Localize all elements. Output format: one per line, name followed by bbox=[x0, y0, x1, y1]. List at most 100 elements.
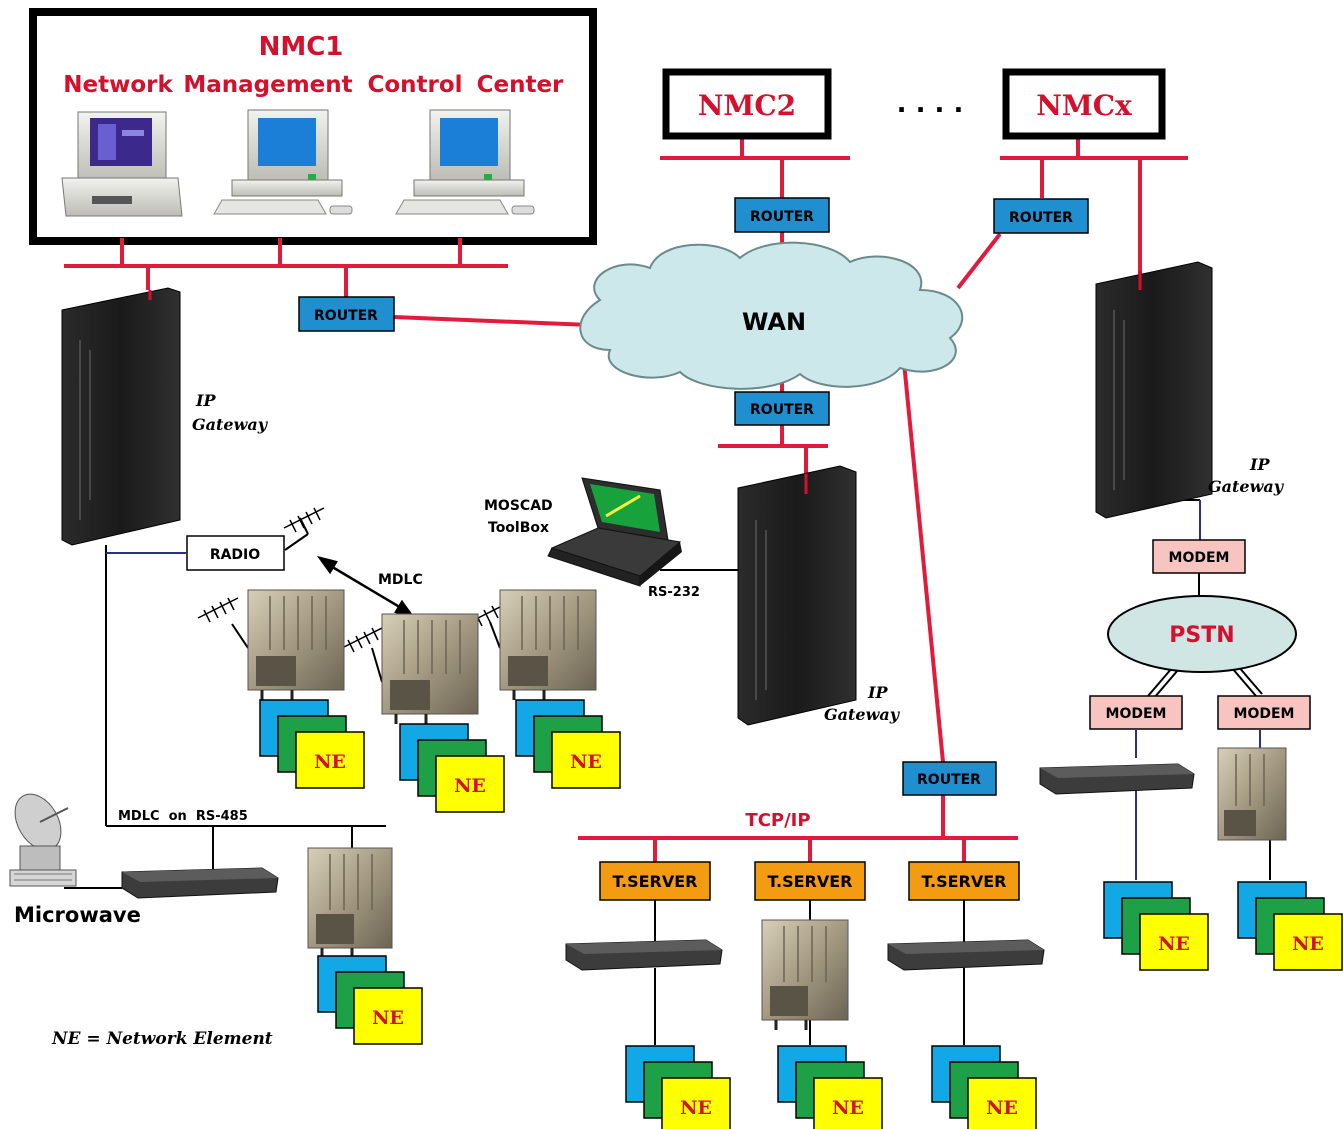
ne-label: NE bbox=[1158, 933, 1190, 955]
pstn-cloud: PSTN bbox=[1107, 595, 1297, 673]
antenna-icon bbox=[341, 627, 383, 653]
modem-left: MODEM bbox=[1089, 695, 1183, 730]
nmc2-label: NMC2 bbox=[698, 89, 796, 122]
rtu-unit-icon bbox=[1217, 747, 1287, 841]
modem-right: MODEM bbox=[1217, 695, 1311, 730]
router-nmcx: ROUTER bbox=[993, 198, 1089, 234]
nmc1-title: NMC1 bbox=[259, 32, 344, 62]
nmcx-label: NMCx bbox=[1036, 89, 1132, 122]
router-label: ROUTER bbox=[917, 772, 981, 788]
rack-device-icon bbox=[1039, 763, 1195, 795]
ne-label: NE bbox=[454, 775, 486, 797]
antenna-icon bbox=[283, 507, 325, 533]
gateway-line2: Gateway bbox=[1208, 477, 1285, 496]
pstn-links bbox=[1147, 665, 1263, 699]
ne-stack: NE bbox=[399, 723, 505, 813]
router-tcpip: ROUTER bbox=[902, 761, 997, 796]
router-nmc2: ROUTER bbox=[734, 197, 830, 233]
wan-label: WAN bbox=[742, 308, 806, 336]
ne-label: NE bbox=[832, 1097, 864, 1119]
modem-label: MODEM bbox=[1234, 706, 1295, 722]
ne-label: NE bbox=[1292, 933, 1324, 955]
mdlc-rs485-label: MDLC on RS-485 bbox=[118, 809, 248, 824]
nmc1-word-management: Management bbox=[183, 72, 352, 98]
ip-gateway-left: IP Gateway bbox=[61, 287, 269, 546]
radio-box: RADIO bbox=[186, 535, 285, 571]
modem-top: MODEM bbox=[1152, 539, 1246, 574]
navy-links bbox=[106, 500, 1261, 880]
ne-stack: NE bbox=[515, 699, 621, 789]
ne-card-front bbox=[813, 1077, 883, 1129]
rtu-unit-icon bbox=[499, 589, 597, 700]
ne-label: NE bbox=[372, 1007, 404, 1029]
nmc1-word-network: Network bbox=[63, 72, 173, 98]
satellite-dish-icon bbox=[9, 793, 77, 887]
router-label: ROUTER bbox=[750, 402, 814, 418]
nmc1-box: NMC1 Network Management Control Center bbox=[29, 8, 597, 245]
modem-label: MODEM bbox=[1169, 550, 1230, 566]
tcpip-label: TCP/IP bbox=[745, 810, 810, 831]
router-label: ROUTER bbox=[1009, 210, 1073, 226]
red-links bbox=[64, 138, 1188, 862]
nmcx-box: NMCx bbox=[1002, 68, 1166, 140]
toolbox-line2: ToolBox bbox=[488, 520, 549, 536]
ne-card-front bbox=[661, 1077, 731, 1129]
ne-card-front bbox=[967, 1077, 1037, 1129]
router-wan-south: ROUTER bbox=[734, 391, 830, 426]
ne-label: NE bbox=[986, 1097, 1018, 1119]
ne-label: NE bbox=[680, 1097, 712, 1119]
modem-label: MODEM bbox=[1106, 706, 1167, 722]
legend-text: NE = Network Element bbox=[51, 1029, 273, 1049]
ip-gateway-center: IP Gateway bbox=[737, 465, 901, 726]
mdlc-arrow bbox=[317, 555, 415, 619]
workstation-icon bbox=[213, 109, 353, 215]
router-label: ROUTER bbox=[314, 308, 378, 324]
router-nmc1: ROUTER bbox=[298, 296, 395, 332]
ne-stack: NE bbox=[317, 955, 423, 1045]
ellipsis: . . . . bbox=[897, 89, 964, 119]
ne-card-front bbox=[435, 755, 505, 813]
ne-stack: NE bbox=[1237, 881, 1343, 971]
ne-card-front bbox=[1273, 913, 1343, 971]
ne-stacks: NE NE NE NE NE NE NE NE NE bbox=[259, 699, 1343, 1129]
ip-gateway-right: IP Gateway bbox=[1095, 261, 1285, 519]
workstation-icon bbox=[61, 111, 183, 217]
tserver-label: T.SERVER bbox=[768, 872, 853, 891]
radio-label: RADIO bbox=[210, 547, 260, 563]
rack-device-icon bbox=[887, 939, 1045, 971]
tserver-3: T.SERVER bbox=[908, 861, 1020, 901]
rack-device-icon bbox=[121, 867, 279, 899]
ne-label: NE bbox=[314, 751, 346, 773]
tserver-label: T.SERVER bbox=[922, 872, 1007, 891]
gateway-line2: Gateway bbox=[824, 705, 901, 724]
mdlc-label: MDLC bbox=[378, 572, 423, 588]
rtu-unit-icon bbox=[761, 919, 849, 1030]
ne-card-front bbox=[295, 731, 365, 789]
gateway-line1: IP bbox=[1249, 455, 1270, 474]
nmc1-word-center: Center bbox=[477, 72, 564, 98]
gateway-line1: IP bbox=[195, 391, 216, 410]
nmc2-box: NMC2 bbox=[662, 68, 832, 140]
nmc1-word-control: Control bbox=[367, 72, 462, 98]
rack-device-icon bbox=[565, 939, 723, 971]
ne-stack: NE bbox=[931, 1045, 1037, 1129]
pstn-label: PSTN bbox=[1169, 623, 1234, 648]
antenna-icon bbox=[197, 597, 239, 623]
ne-stack: NE bbox=[777, 1045, 883, 1129]
ne-card-front bbox=[1139, 913, 1209, 971]
ne-stack: NE bbox=[259, 699, 365, 789]
rtu-unit-icon bbox=[381, 613, 479, 724]
tserver-2: T.SERVER bbox=[754, 861, 866, 901]
microwave-label: Microwave bbox=[14, 903, 141, 927]
ne-stack: NE bbox=[1103, 881, 1209, 971]
tserver-1: T.SERVER bbox=[599, 861, 711, 901]
rtu-unit-icon bbox=[247, 589, 345, 700]
rtu-unit-icon bbox=[307, 847, 393, 958]
toolbox-line1: MOSCAD bbox=[484, 498, 553, 514]
router-label: ROUTER bbox=[750, 209, 814, 225]
rs232-label: RS-232 bbox=[648, 585, 700, 600]
tserver-label: T.SERVER bbox=[613, 872, 698, 891]
ne-card-front bbox=[551, 731, 621, 789]
workstation-icon bbox=[395, 109, 535, 215]
